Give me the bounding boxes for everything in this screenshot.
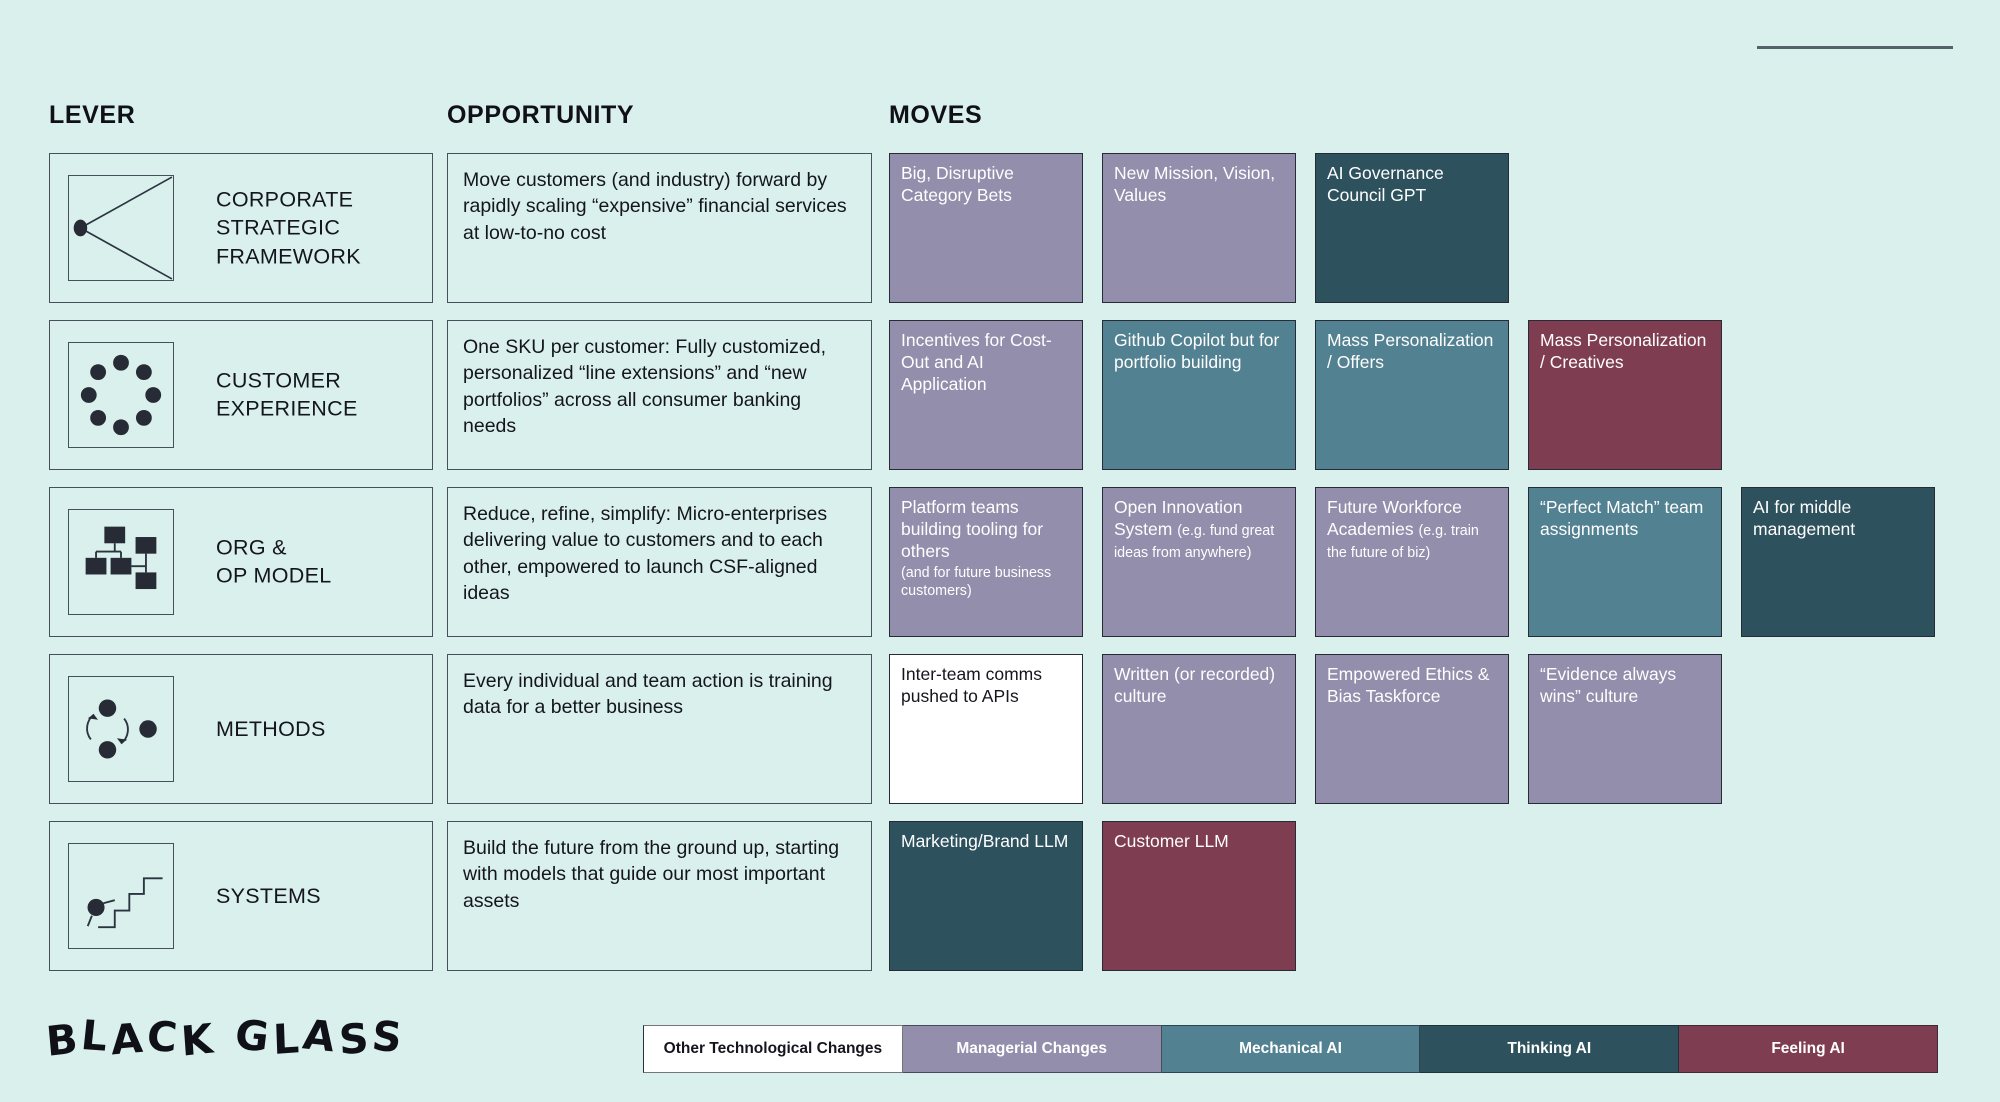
- move-card-thinking: AI for middle management: [1741, 487, 1935, 637]
- move-card-text: Inter-team comms pushed to APIs: [901, 664, 1042, 707]
- move-card-managerial: New Mission, Vision, Values: [1102, 153, 1296, 303]
- move-card-other: Inter-team comms pushed to APIs: [889, 654, 1083, 804]
- column-header-opportunity: OPPORTUNITY: [447, 101, 635, 129]
- opportunity-box: Reduce, refine, simplify: Micro-enterpri…: [447, 487, 872, 637]
- move-card-managerial: Big, Disruptive Category Bets: [889, 153, 1083, 303]
- move-card-text: Future Workforce Academies: [1327, 497, 1462, 540]
- brand-logo: BLACK GLASS: [44, 1010, 409, 1066]
- lever-label: METHODS: [216, 716, 326, 741]
- move-card-managerial: “Evidence always wins” culture: [1528, 654, 1722, 804]
- move-card-thinking: Marketing/Brand LLM: [889, 821, 1083, 971]
- move-card-text: Big, Disruptive Category Bets: [901, 163, 1014, 206]
- logo-letter: S: [370, 1011, 409, 1063]
- legend-item-feeling: Feeling AI: [1679, 1025, 1938, 1073]
- lever-label: CUSTOMER EXPERIENCE: [216, 368, 358, 421]
- opportunity-box: Build the future from the ground up, sta…: [447, 821, 872, 971]
- column-header-lever: LEVER: [49, 101, 136, 129]
- move-card-subtext: (and for future business customers): [901, 564, 1052, 600]
- lever-box: ORG & OP MODEL: [49, 487, 433, 637]
- strategy-funnel-icon: [68, 175, 174, 281]
- lever-label: SYSTEMS: [216, 883, 321, 908]
- move-card-text: Platform teams building tooling for othe…: [901, 497, 1044, 562]
- logo-letter: C: [145, 1012, 184, 1062]
- lever-box: METHODS: [49, 654, 433, 804]
- opportunity-text: Every individual and team action is trai…: [463, 670, 833, 719]
- org-chart-icon: [68, 509, 174, 615]
- logo-letter: K: [179, 1014, 219, 1066]
- logo-letter: G: [232, 1010, 276, 1062]
- move-card-managerial: Open Innovation System (e.g. fund great …: [1102, 487, 1296, 637]
- move-card-text: Incentives for Cost-Out and AI Applicati…: [901, 330, 1052, 395]
- move-card-managerial: Written (or recorded) culture: [1102, 654, 1296, 804]
- move-card-text: “Evidence always wins” culture: [1540, 664, 1677, 707]
- move-card-text: Marketing/Brand LLM: [901, 831, 1069, 851]
- move-card-subtext: (e.g. train the future of biz): [1327, 523, 1479, 562]
- move-card-text: “Perfect Match” team assignments: [1540, 497, 1704, 540]
- column-header-moves: MOVES: [889, 101, 983, 129]
- legend-item-managerial: Managerial Changes: [902, 1025, 1162, 1073]
- move-card-mechanical: Github Copilot but for portfolio buildin…: [1102, 320, 1296, 470]
- opportunity-box: Move customers (and industry) forward by…: [447, 153, 872, 303]
- customer-circle-icon: [68, 342, 174, 448]
- move-card-text: Written (or recorded) culture: [1114, 664, 1276, 707]
- legend-item-other: Other Technological Changes: [643, 1025, 903, 1073]
- opportunity-text: Build the future from the ground up, sta…: [463, 837, 840, 912]
- move-card-managerial: Empowered Ethics & Bias Taskforce: [1315, 654, 1509, 804]
- move-card-feeling: Customer LLM: [1102, 821, 1296, 971]
- move-card-mechanical: “Perfect Match” team assignments: [1528, 487, 1722, 637]
- move-card-text: AI Governance Council GPT: [1327, 163, 1444, 206]
- move-card-managerial: Platform teams building tooling for othe…: [889, 487, 1083, 637]
- opportunity-box: One SKU per customer: Fully customized, …: [447, 320, 872, 470]
- legend-item-mechanical: Mechanical AI: [1161, 1025, 1421, 1073]
- cycle-dots-icon: [68, 676, 174, 782]
- logo-letter: A: [300, 1010, 343, 1062]
- move-card-text: New Mission, Vision, Values: [1114, 163, 1276, 206]
- move-card-text: Mass Personalization / Creatives: [1540, 330, 1707, 373]
- opportunity-text: Move customers (and industry) forward by…: [463, 169, 847, 244]
- logo-letter: B: [44, 1014, 84, 1066]
- move-card-mechanical: Mass Personalization / Offers: [1315, 320, 1509, 470]
- move-card-text: Github Copilot but for portfolio buildin…: [1114, 330, 1280, 373]
- move-card-text: Open Innovation System: [1114, 497, 1243, 540]
- move-card-managerial: Incentives for Cost-Out and AI Applicati…: [889, 320, 1083, 470]
- opportunity-box: Every individual and team action is trai…: [447, 654, 872, 804]
- stairs-icon: [68, 843, 174, 949]
- top-right-rule: [1757, 46, 1953, 49]
- lever-box: CUSTOMER EXPERIENCE: [49, 320, 433, 470]
- move-card-subtext: (e.g. fund great ideas from anywhere): [1114, 523, 1275, 562]
- legend-item-thinking: Thinking AI: [1420, 1025, 1680, 1073]
- logo-letter: A: [110, 1013, 149, 1065]
- lever-label: ORG & OP MODEL: [216, 535, 332, 588]
- move-card-feeling: Mass Personalization / Creatives: [1528, 320, 1722, 470]
- move-card-text: AI for middle management: [1753, 497, 1856, 540]
- move-card-text: Empowered Ethics & Bias Taskforce: [1327, 664, 1490, 707]
- logo-letter: L: [79, 1011, 115, 1061]
- opportunity-text: Reduce, refine, simplify: Micro-enterpri…: [463, 503, 828, 604]
- move-card-text: Mass Personalization / Offers: [1327, 330, 1494, 373]
- lever-label: CORPORATE STRATEGIC FRAMEWORK: [216, 187, 361, 269]
- move-card-text: Customer LLM: [1114, 831, 1229, 851]
- opportunity-text: One SKU per customer: Fully customized, …: [463, 336, 827, 437]
- lever-box: CORPORATE STRATEGIC FRAMEWORK: [49, 153, 433, 303]
- logo-letter: S: [337, 1013, 374, 1065]
- lever-box: SYSTEMS: [49, 821, 433, 971]
- move-card-thinking: AI Governance Council GPT: [1315, 153, 1509, 303]
- move-card-managerial: Future Workforce Academies (e.g. train t…: [1315, 487, 1509, 637]
